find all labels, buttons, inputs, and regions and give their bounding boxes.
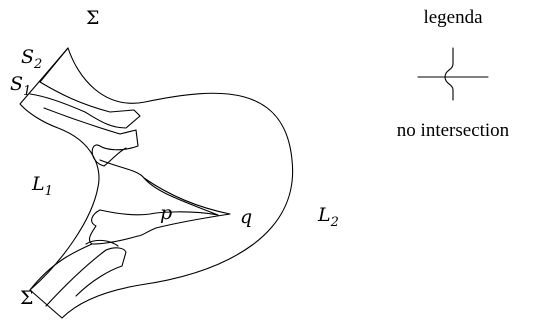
upper-fold-lobe bbox=[99, 159, 219, 216]
sigma-bottom-label: Σ bbox=[20, 287, 33, 309]
s1-sheet bbox=[29, 81, 141, 129]
l2-label: L2 bbox=[317, 204, 339, 230]
p-label: p bbox=[160, 202, 172, 224]
l1-label: L1 bbox=[31, 173, 53, 199]
sigma-top-label: Σ bbox=[86, 7, 99, 29]
q-fold bbox=[137, 177, 231, 237]
legend: legenda no intersection bbox=[397, 7, 510, 141]
lower-sheet bbox=[29, 243, 127, 307]
s2-label: S2 bbox=[21, 46, 42, 72]
crossing-without-intersection-icon bbox=[417, 47, 489, 101]
s1-label: S1 bbox=[10, 73, 31, 99]
legend-caption: no intersection bbox=[397, 120, 510, 141]
lower-fold-lobe bbox=[88, 209, 139, 245]
s2-sheet bbox=[43, 107, 139, 167]
legend-title: legenda bbox=[423, 7, 483, 28]
outer-surface-boundary bbox=[19, 47, 294, 319]
top-sigma-segment bbox=[39, 47, 69, 83]
q-label: q bbox=[240, 206, 252, 228]
p-bump bbox=[85, 239, 119, 247]
